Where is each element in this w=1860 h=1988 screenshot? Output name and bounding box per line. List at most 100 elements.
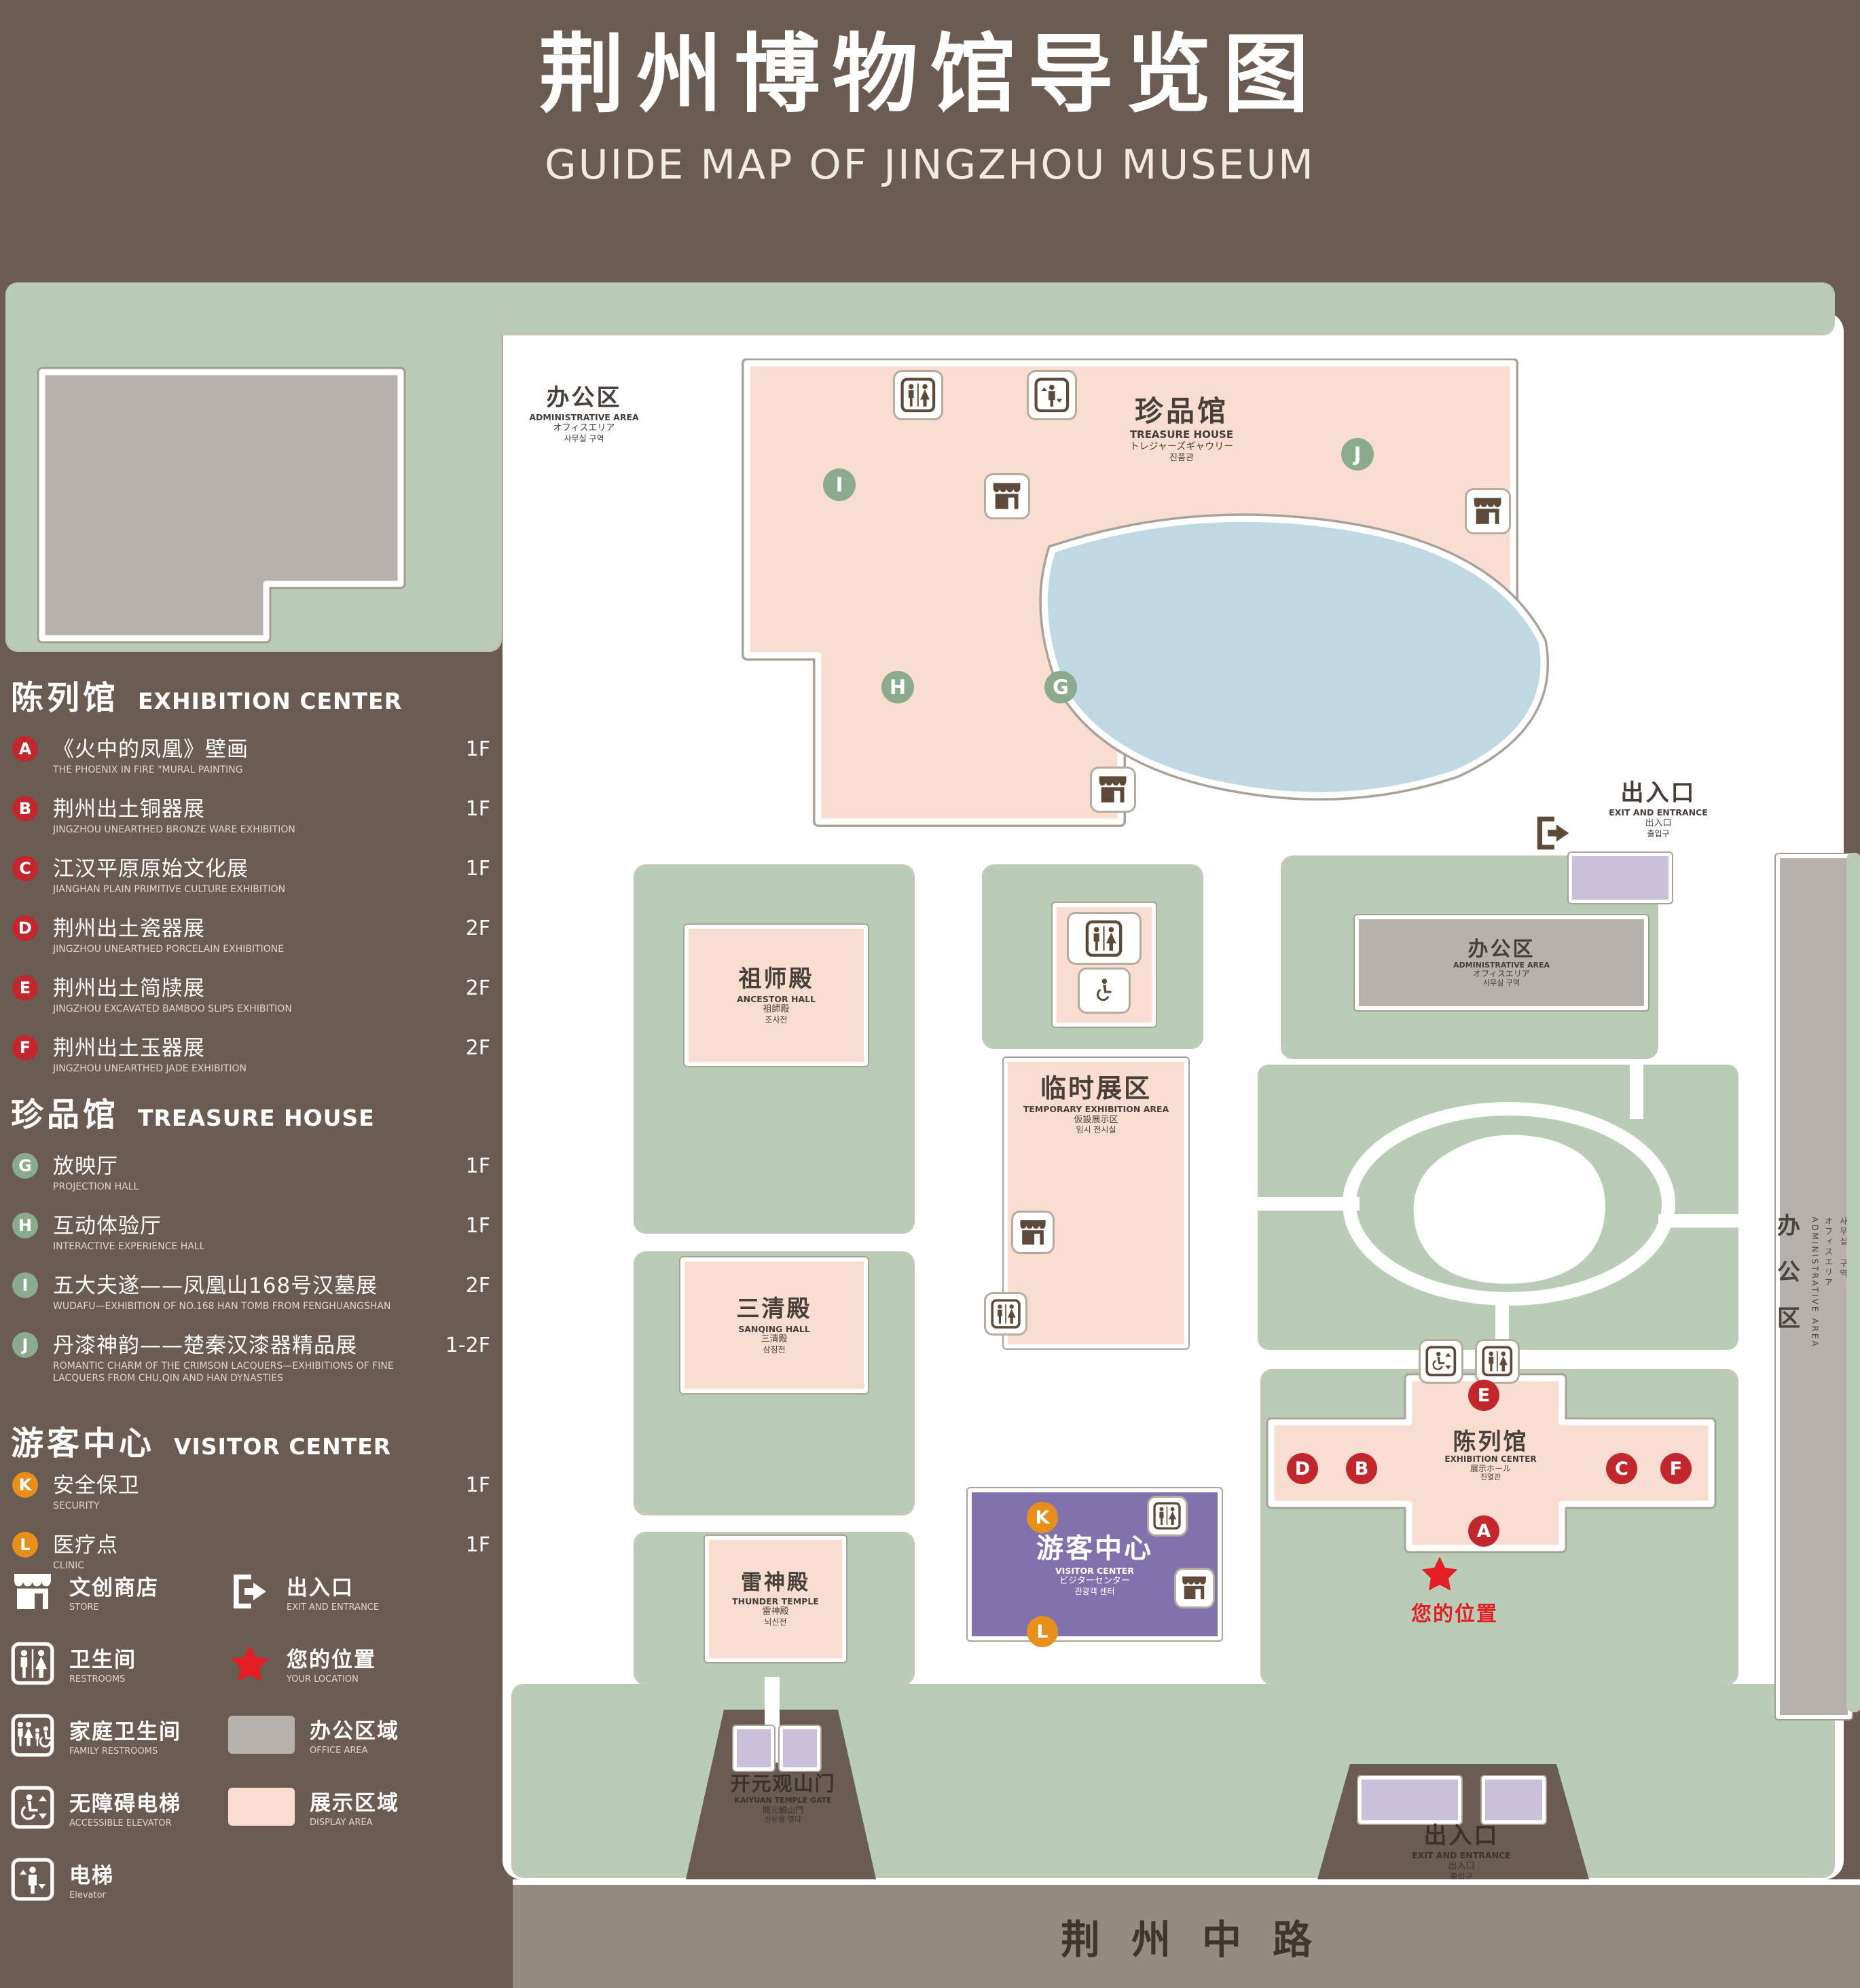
accessible-restroom-icon [1080,970,1129,1012]
visitor-center-label: 游客中心 VISITOR CENTER ビジターセンター 관광객 센터 [1036,1532,1153,1597]
legend-item-a: A 《火中的凤凰》壁画 THE PHOENIX IN FIRE "MURAL P… [11,732,496,777]
label-zh: 祖师殿 [738,965,814,993]
gate-label: 开元观山门 KAIYUAN TEMPLE GATE 開元観山門 산문을 열다 [698,1772,868,1824]
symbol-name-zh: 无障碍电梯 [69,1792,181,1816]
exit-bottom-building [1482,1776,1546,1824]
restroom-icon [11,1642,54,1685]
symbol-name-en: ACCESSIBLE ELEVATOR [69,1818,172,1828]
section-title-en: VISITOR CENTER [174,1433,392,1460]
exit-bottom-label: 出入口 EXIT AND ENTRANCE 出入口 출입구 [1380,1822,1543,1881]
exit-bottom-building [1358,1776,1461,1824]
marker-k: K [1027,1502,1058,1533]
label-zh: 雷神殿 [740,1570,810,1596]
item-name-en: INTERACTIVE EXPERIENCE HALL [53,1241,205,1252]
marker-e: E [12,975,38,1001]
section-title-zh: 游客中心 [11,1424,156,1462]
exit-icon [228,1570,272,1613]
item-floor: 2F [465,976,490,1000]
admin-topleft-label: 办公区 ADMINISTRATIVE AREA オフィスエリア 사무실 구역 [489,384,679,443]
sanqing-hall-label: 三清殿 SANQING HALL 三清殿 삼청전 [737,1295,812,1355]
legend-item-i: I 五大夫遂——凤凰山168号汉墓展 WUDAFU—EXHIBITION OF … [11,1268,496,1313]
marker-a: A [1468,1515,1499,1547]
pond [1039,513,1550,801]
road: 荆州中路 [513,1879,1860,1988]
marker-h: H [881,671,914,703]
label-en: EXIT AND ENTRANCE [1412,1850,1511,1861]
marker-l: L [1027,1616,1058,1647]
legend-item-g: G 放映厅 PROJECTION HALL 1F [11,1149,496,1194]
label-jp: オフィスエリア [553,422,615,433]
label-kr: 사무실 구역 [1482,978,1520,987]
marker-b: B [1346,1453,1377,1484]
label-kr: 사무실 구역 [1838,1217,1848,1280]
road-name: 荆州中路 [1060,1917,1343,1963]
symbol-name-en: OFFICE AREA [310,1746,368,1756]
restroom-icon [1149,1498,1186,1534]
temporary-exhibition-building: 临时展区 TEMPORARY EXHIBITION AREA 仮設展示区 임시 … [1004,1058,1188,1348]
label-jp: 出入口 [1448,1860,1475,1871]
label-kr: 뇌신전 [764,1617,787,1627]
section-title-zh: 陈列馆 [11,679,120,717]
symbol-store: 文创商店 STORE [11,1570,159,1613]
exit-right-label: 出入口 EXIT AND ENTRANCE 出入口 출입구 [1577,779,1740,839]
marker-e: E [1468,1380,1499,1411]
symbol-name-zh: 办公区域 [310,1719,399,1744]
section-title-en: EXHIBITION CENTER [138,688,403,714]
your-location-text: 您的位置 [1411,1602,1498,1626]
label-zh: 出入口 [1423,1822,1499,1849]
item-name-en: PROJECTION HALL [53,1181,139,1192]
store-icon [1013,1213,1053,1252]
marker-d: D [12,915,38,941]
item-floor: 1F [465,1473,490,1497]
elevator-icon [1029,372,1075,418]
page-title: 荆州博物馆导览图 [539,24,1321,124]
legend-section-treasure-house: 珍品馆 TREASURE HOUSE [11,1088,375,1135]
label-jp: オフィスエリア [1823,1217,1834,1289]
elevator-icon [11,1858,54,1901]
label-kr: 출입구 [1647,828,1670,839]
symbol-name-zh: 电梯 [69,1864,114,1888]
ancestor-hall-label: 祖师殿 ANCESTOR HALL 祖師殿 조사전 [737,965,816,1025]
store-icon [11,1570,54,1613]
item-name-zh: 江汉平原原始文化展 [53,857,249,881]
accessible-elevator-icon [11,1786,54,1829]
label-kr: 임시 전시실 [1076,1125,1116,1135]
label-zh: 珍品馆 [1134,394,1228,428]
marker-j: J [1341,438,1374,471]
label-zh: 办公区 [1772,1213,1800,1352]
store-icon [986,475,1028,517]
symbol-name-en: Elevator [69,1890,106,1900]
symbol-name-en: YOUR LOCATION [287,1674,359,1685]
item-name-zh: 荆州出土铜器展 [53,797,205,822]
label-en: ANCESTOR HALL [736,993,816,1004]
temporary-exhibition-label: 临时展区 TEMPORARY EXHIBITION AREA 仮設展示区 임시 … [1023,1073,1169,1135]
label-jp: 雷神殿 [762,1606,789,1617]
symbol-office-area: 办公区域 OFFICE AREA [228,1714,399,1756]
marker-h: H [12,1213,38,1238]
restroom-icon [1477,1341,1518,1382]
lawn-right-edge [1846,853,1860,1712]
marker-d: D [1287,1453,1318,1484]
symbol-name-zh: 出入口 [287,1576,354,1600]
label-en: THUNDER TEMPLE [732,1596,819,1607]
label-kr: 사무실 구역 [564,433,604,443]
item-floor: 1F [465,1214,490,1238]
marker-l: L [12,1532,38,1558]
sanqing-hall-building: 三清殿 SANQING HALL 三清殿 삼청전 [680,1257,868,1393]
item-name-zh: 安全保卫 [53,1473,140,1498]
label-jp: トレジャーズギャウリー [1129,441,1234,452]
display-area-swatch [228,1788,295,1826]
label-kr: 진열관 [1480,1472,1501,1481]
gate-pillar [733,1726,774,1771]
restroom-icon [1069,914,1139,963]
store-icon [1176,1570,1213,1606]
marker-f: F [12,1035,38,1061]
admin-building-center: 办公区 ADMINISTRATIVE AREA オフィスエリア 사무실 구역 [1355,915,1648,1010]
legend-item-f: F 荆州出土玉器展 JINGZHOU UNEARTHED JADE EXHIBI… [11,1031,496,1075]
thunder-temple-label: 雷神殿 THUNDER TEMPLE 雷神殿 뇌신전 [732,1570,819,1627]
ancestor-hall-building: 祖师殿 ANCESTOR HALL 祖師殿 조사전 [685,925,868,1066]
admin-center-label: 办公区 ADMINISTRATIVE AREA オフィスエリア 사무실 구역 [1453,938,1550,987]
item-name-zh: 五大夫遂——凤凰山168号汉墓展 [53,1274,378,1298]
symbol-name-zh: 展示区域 [310,1791,399,1816]
legend-item-l: L 医疗点 CLINIC 1F [11,1528,496,1572]
